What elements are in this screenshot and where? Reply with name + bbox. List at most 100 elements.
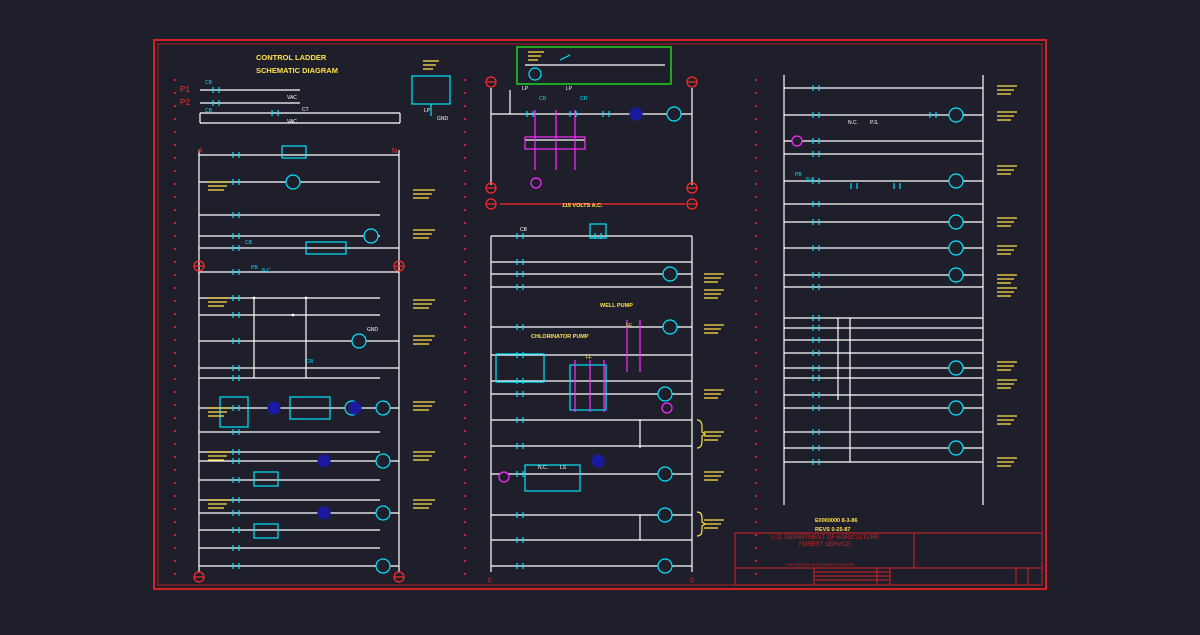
line-number-mark-211	[464, 391, 466, 393]
line-number-mark-151	[174, 118, 176, 120]
line-number-mark-476	[755, 261, 757, 263]
coil-417	[948, 360, 964, 376]
line-number-mark-156	[174, 183, 176, 185]
line-number-mark-162	[174, 261, 176, 263]
line-number-mark-499	[755, 560, 757, 562]
line-number-mark-225	[464, 573, 466, 575]
ground-symbol	[530, 177, 542, 189]
line-number-mark-175	[174, 430, 176, 432]
coil-91	[363, 228, 379, 244]
coil-303	[662, 319, 678, 335]
device-box-301	[589, 223, 607, 239]
relay-label-cr-2: CR	[539, 96, 547, 102]
line-number-mark-163	[174, 274, 176, 276]
device-layer	[174, 54, 964, 583]
coil-95	[375, 453, 391, 469]
line-number-mark-200	[464, 248, 466, 250]
line-number-mark-479	[755, 300, 757, 302]
line-number-mark-150	[174, 105, 176, 107]
line-number-mark-196	[464, 196, 466, 198]
breaker-label-3: CB	[245, 240, 253, 246]
well-pump-label: WELL PUMP	[600, 303, 633, 309]
revision-line2: REVS 0-25-87	[815, 527, 850, 533]
coil-97	[375, 558, 391, 574]
line-number-mark-153	[174, 144, 176, 146]
line-number-mark-496	[755, 521, 757, 523]
ff-label-1: FF	[626, 323, 632, 329]
line-number-mark-208	[464, 352, 466, 354]
vac-label-2: VAC	[287, 119, 297, 125]
rail-label-c-left: C	[488, 578, 493, 584]
drawing-border	[153, 39, 1047, 590]
line-number-mark-495	[755, 508, 757, 510]
line-number-mark-167	[174, 326, 176, 328]
line-number-mark-490	[755, 443, 757, 445]
line-number-mark-198	[464, 222, 466, 224]
rail-label-p2: P2	[180, 98, 190, 107]
solenoid-102	[317, 506, 331, 520]
line-number-mark-195	[464, 183, 466, 185]
line-number-mark-482	[755, 339, 757, 341]
line-number-mark-169	[174, 352, 176, 354]
line-number-mark-469	[755, 170, 757, 172]
line-number-mark-206	[464, 326, 466, 328]
drawing-title-line1: CONTROL LADDER	[256, 53, 327, 62]
coil-306	[657, 507, 673, 523]
line-number-mark-182	[174, 521, 176, 523]
line-number-mark-190	[464, 118, 466, 120]
line-number-mark-193	[464, 157, 466, 159]
line-number-mark-170	[174, 365, 176, 367]
line-number-mark-184	[174, 547, 176, 549]
line-number-mark-178	[174, 469, 176, 471]
solenoid-101	[317, 454, 331, 468]
pressure-label-lp-2: LP	[566, 86, 573, 92]
pressure-label-lp-1: LP	[522, 86, 529, 92]
rail-label-c-right: C	[690, 578, 695, 584]
wire-layer	[198, 64, 984, 572]
line-number-mark-489	[755, 430, 757, 432]
breaker-label: CB	[205, 80, 213, 86]
switch-blade	[559, 54, 571, 61]
line-number-mark-467	[755, 144, 757, 146]
line-number-mark-179	[174, 482, 176, 484]
line-number-mark-174	[174, 417, 176, 419]
line-number-mark-494	[755, 495, 757, 497]
line-number-mark-197	[464, 209, 466, 211]
line-number-mark-152	[174, 131, 176, 133]
coil-304	[657, 386, 673, 402]
line-number-mark-199	[464, 235, 466, 237]
line-number-mark-176	[174, 443, 176, 445]
line-number-mark-160	[174, 235, 176, 237]
title-block-region: THE PACIFIC NORTHWEST REGION	[786, 562, 854, 567]
line-number-mark-185	[174, 560, 176, 562]
ct-label: CT	[302, 107, 309, 113]
device-box-310	[495, 353, 545, 383]
line-number-mark-475	[755, 248, 757, 250]
device-box-312	[524, 464, 581, 492]
line-number-mark-463	[755, 92, 757, 94]
breaker-label-2: CB	[205, 108, 213, 114]
line-number-mark-221	[464, 521, 466, 523]
line-number-mark-212	[464, 404, 466, 406]
supply-voltage-label: 115 VOLTS A.C.	[562, 203, 603, 209]
solenoid-100	[348, 401, 362, 415]
line-number-mark-161	[174, 248, 176, 250]
line-number-mark-486	[755, 391, 757, 393]
device-box-104	[289, 396, 331, 420]
line-number-mark-500	[755, 573, 757, 575]
line-number-mark-464	[755, 105, 757, 107]
line-number-mark-485	[755, 378, 757, 380]
line-number-mark-220	[464, 508, 466, 510]
vac-label-1: VAC	[287, 95, 297, 101]
breaker-label-4: CB	[520, 227, 528, 233]
line-number-mark-219	[464, 495, 466, 497]
line-number-mark-498	[755, 547, 757, 549]
coil-307	[657, 558, 673, 574]
ff-label-2: FF	[586, 355, 592, 361]
line-number-mark-201	[464, 261, 466, 263]
title-block-department: U.S. DEPARTMENT OF AGRICULTURE	[771, 535, 879, 541]
ps-label: P.S.	[870, 120, 879, 126]
coil-413	[948, 173, 964, 189]
